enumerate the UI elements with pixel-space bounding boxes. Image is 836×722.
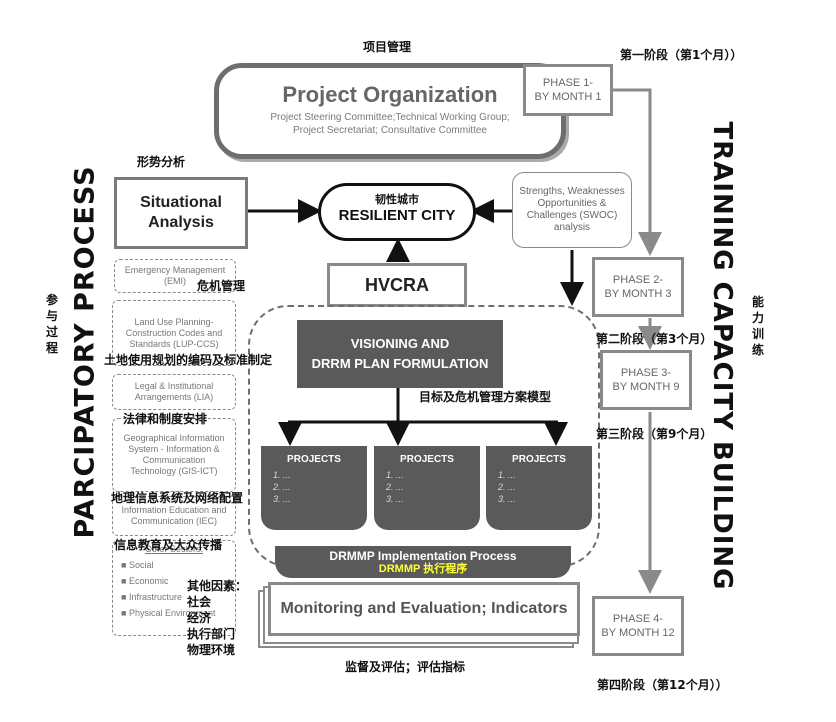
project-organization-title: Project Organization bbox=[282, 82, 498, 107]
project-3-item-2: 2. ... bbox=[498, 482, 516, 492]
cn-situation: 形势分析 bbox=[137, 155, 186, 169]
phase-3-line1: PHASE 3- bbox=[620, 367, 672, 379]
lia-box: Legal & Institutional Arrangements (LIA) bbox=[112, 374, 236, 410]
phase-2-line1: PHASE 2- bbox=[612, 274, 664, 286]
phase-4-line1: PHASE 4- bbox=[612, 613, 664, 625]
swoc-box: Strengths, Weaknesses Opportunities & Ch… bbox=[512, 172, 632, 248]
project-1-item-1: 1. ... bbox=[273, 470, 291, 480]
cn-project-mgmt: 项目管理 bbox=[363, 40, 412, 54]
lup-text: Land Use Planning-Construction Codes and… bbox=[125, 316, 223, 349]
project-organization-subtitle: Project Steering Committee;Technical Wor… bbox=[270, 112, 510, 136]
project-2-item-2: 2. ... bbox=[386, 482, 404, 492]
cn-phase2: 第二阶段（第3个月） bbox=[596, 332, 713, 346]
cn-iec: 信息教育及大众传播 bbox=[114, 538, 223, 552]
gis-text: Geographical Information System - Inform… bbox=[123, 433, 225, 476]
project-box-1: PROJECTS 1. ... 2. ... 3. ... bbox=[261, 446, 367, 530]
other-sector-item: ■ Physical Environment bbox=[121, 608, 216, 618]
hvcra-label: HVCRA bbox=[364, 274, 429, 295]
participatory-process-title: PARCIPATORY PROCESS bbox=[69, 165, 101, 539]
swoc-text: Strengths, Weaknesses Opportunities & Ch… bbox=[519, 186, 625, 233]
cn-phase1: 第一阶段（第1个月）） bbox=[620, 48, 743, 62]
phase-2-line2: BY MONTH 3 bbox=[604, 288, 672, 300]
cn-goal: 目标及危机管理方案模型 bbox=[419, 390, 552, 404]
monitoring-label: Monitoring and Evaluation; Indicators bbox=[280, 600, 568, 617]
cn-legal: 法律和制度安排 bbox=[123, 412, 208, 426]
emi-box: Emergency Management (EMI) bbox=[114, 259, 236, 293]
implementation-label: DRMMP Implementation Process bbox=[329, 549, 517, 563]
cn-landuse: 土地使用规划的编码及标准制定 bbox=[104, 353, 273, 367]
cn-monitor: 监督及评估；评估指标 bbox=[345, 660, 466, 674]
emi-text: Emergency Management (EMI) bbox=[124, 265, 226, 286]
resilient-city-cn: 韧性城市 bbox=[375, 193, 419, 206]
hvcra-box: HVCRA bbox=[327, 263, 467, 307]
cn-participatory: 参与过程 bbox=[46, 293, 59, 355]
visioning-box: VISIONING AND DRRM PLAN FORMULATION bbox=[297, 320, 503, 388]
resilient-city-box: 韧性城市 RESILIENT CITY bbox=[318, 183, 476, 241]
iec-box: Information Education and Communication … bbox=[112, 496, 236, 536]
cn-others-social: 社会 bbox=[187, 595, 212, 609]
cn-others-env: 物理环境 bbox=[187, 643, 236, 657]
phase-3-box: PHASE 3- BY MONTH 9 bbox=[600, 350, 692, 410]
project-2-item-1: 1. ... bbox=[386, 470, 404, 480]
cn-gis: 地理信息系统及网络配置 bbox=[111, 491, 244, 505]
lup-box: Land Use Planning-Construction Codes and… bbox=[112, 300, 236, 366]
arrow-phase1-to-phase2 bbox=[612, 88, 662, 256]
project-1-item-3: 3. ... bbox=[273, 494, 291, 504]
project-3-item-1: 1. ... bbox=[498, 470, 516, 480]
phase-1-line2: BY MONTH 1 bbox=[534, 91, 602, 103]
phase-3-line2: BY MONTH 9 bbox=[612, 381, 680, 393]
project-2-title: PROJECTS bbox=[400, 454, 454, 465]
project-2-item-3: 3. ... bbox=[386, 494, 404, 504]
cn-phase3: 第三阶段（第9个月） bbox=[596, 427, 713, 441]
situational-analysis-box: Situational Analysis bbox=[114, 177, 248, 249]
other-sector-item: ■ Economic bbox=[121, 576, 169, 586]
cn-others-title: 其他因素： bbox=[187, 579, 248, 593]
other-sectors-list: ■ Social ■ Economic ■ Infrastructure ■ P… bbox=[113, 557, 235, 621]
project-box-3: PROJECTS 1. ... 2. ... 3. ... bbox=[486, 446, 592, 530]
cn-others-infra: 执行部门 bbox=[187, 627, 236, 641]
project-organization-box: Project Organization Project Steering Co… bbox=[214, 63, 566, 159]
gis-box: Geographical Information System - Inform… bbox=[112, 418, 236, 492]
situational-line2: Analysis bbox=[148, 214, 214, 231]
cn-capacity: 能力训练 bbox=[752, 295, 765, 357]
phase-4-box: PHASE 4- BY MONTH 12 bbox=[592, 596, 684, 656]
visioning-line2: DRRM PLAN FORMULATION bbox=[311, 356, 489, 371]
project-1-item-2: 2. ... bbox=[273, 482, 291, 492]
lia-text: Legal & Institutional Arrangements (LIA) bbox=[134, 381, 214, 402]
cn-phase4: 第四阶段（第12个月）） bbox=[597, 678, 728, 692]
cn-crisis: 危机管理 bbox=[197, 279, 246, 293]
training-capacity-title: TRAINING CAPACITY BUILDING bbox=[707, 121, 737, 591]
other-sectors-title: Other Sectors: bbox=[144, 544, 204, 554]
cn-others-economic: 经济 bbox=[187, 611, 212, 625]
resilient-city-label: RESILIENT CITY bbox=[338, 207, 456, 224]
phase-2-box: PHASE 2- BY MONTH 3 bbox=[592, 257, 684, 317]
phase-1-box: PHASE 1- BY MONTH 1 bbox=[523, 64, 613, 116]
implementation-bar: DRMMP Implementation Process DRMMP 执行程序 bbox=[275, 546, 571, 578]
other-sector-item: ■ Infrastructure bbox=[121, 592, 182, 602]
project-3-item-3: 3. ... bbox=[498, 494, 516, 504]
project-box-2: PROJECTS 1. ... 2. ... 3. ... bbox=[374, 446, 480, 530]
project-1-title: PROJECTS bbox=[287, 454, 341, 465]
monitoring-box: Monitoring and Evaluation; Indicators bbox=[268, 582, 580, 636]
visioning-line1: VISIONING AND bbox=[350, 336, 450, 351]
other-sectors-box: Other Sectors: ■ Social ■ Economic ■ Inf… bbox=[112, 540, 236, 636]
implementation-cn: DRMMP 执行程序 bbox=[378, 563, 468, 575]
phase-1-line1: PHASE 1- bbox=[542, 77, 594, 89]
phase-4-line2: BY MONTH 12 bbox=[601, 627, 675, 639]
project-3-title: PROJECTS bbox=[512, 454, 566, 465]
iec-text: Information Education and Communication … bbox=[121, 505, 227, 526]
other-sector-item: ■ Social bbox=[121, 560, 154, 570]
situational-line1: Situational bbox=[140, 194, 222, 211]
